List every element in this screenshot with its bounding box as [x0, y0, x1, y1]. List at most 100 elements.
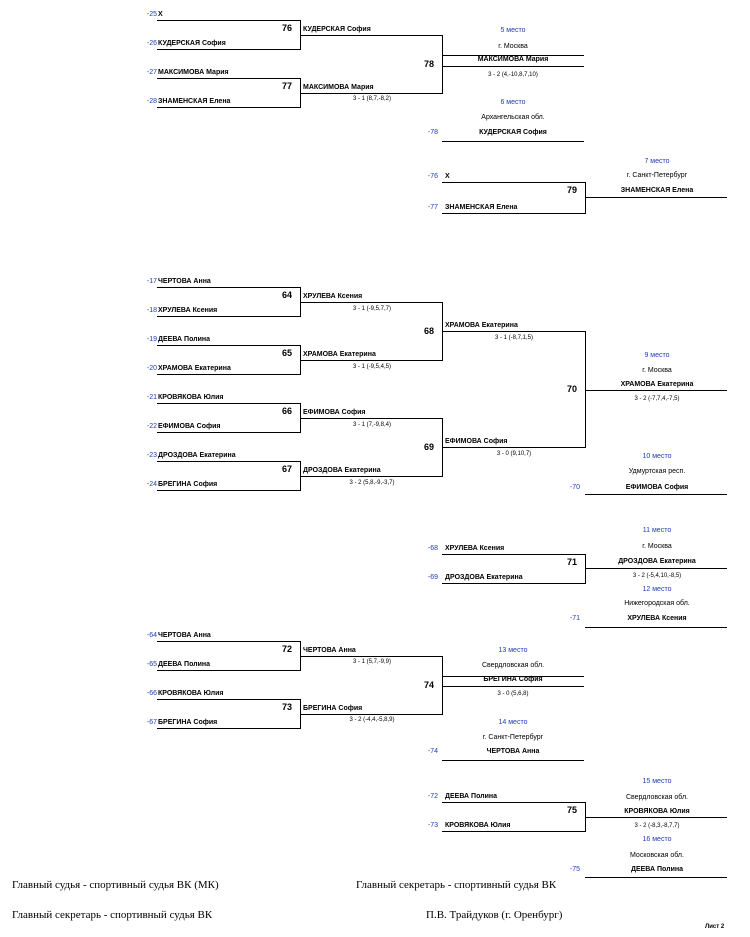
place-label: 15 место — [642, 778, 672, 785]
seed-number: -76 — [427, 173, 438, 180]
winner-line — [300, 656, 442, 657]
bracket-line — [585, 182, 586, 214]
winner-name: ЕФИМОВА София — [445, 438, 508, 445]
entry-line — [157, 432, 300, 433]
entry-line — [157, 316, 300, 317]
final-line — [442, 676, 584, 677]
winner-line — [300, 93, 442, 94]
place-name: БРЕГИНА София — [483, 676, 543, 683]
place-line — [442, 686, 584, 687]
entry-name: КРОВЯКОВА Юлия — [158, 690, 224, 697]
match-number: 78 — [424, 59, 435, 69]
seed-number: -28 — [146, 98, 157, 105]
entry-name: ДРОЗДОВА Екатерина — [158, 452, 236, 459]
entry-line — [157, 20, 300, 21]
match-score: 3 - 2 (5,8,-9,-3,7) — [349, 480, 395, 486]
place-name: ЗНАМЕНСКАЯ Елена — [620, 187, 694, 194]
entry-name: ХРАМОВА Екатерина — [158, 365, 231, 372]
winner-name: ХРАМОВА Екатерина — [303, 351, 376, 358]
entry-line — [157, 107, 300, 108]
entry-line — [442, 182, 585, 183]
match-number: 69 — [424, 442, 435, 452]
winner-name: ЧЕРТОВА Анна — [303, 647, 356, 654]
place-label: 7 место — [644, 158, 670, 165]
place-region: г. Москва — [642, 543, 672, 550]
place-label: 10 место — [642, 453, 672, 460]
match-score: 3 - 1 (7,-9,8,4) — [352, 422, 391, 428]
match-score: 3 - 1 (8,7,-8,2) — [352, 96, 391, 102]
place-label: 14 место — [498, 719, 528, 726]
seed-number: -69 — [427, 574, 438, 581]
place-name: ДРОЗДОВА Екатерина — [618, 558, 696, 565]
place-label: 13 место — [498, 647, 528, 654]
loser-ref: -71 — [569, 615, 580, 622]
entry-name: КРОВЯКОВА Юлия — [445, 822, 511, 829]
place-name: ЧЕРТОВА Анна — [486, 748, 540, 755]
place-line — [585, 877, 727, 878]
place-name: МАКСИМОВА Мария — [477, 56, 549, 63]
loser-ref: -78 — [427, 129, 438, 136]
match-number: 65 — [282, 348, 293, 358]
winner-name: ЕФИМОВА София — [303, 409, 366, 416]
sheet-number: Лист 2 — [705, 924, 725, 930]
place-score: 3 - 0 (5,6,8) — [497, 691, 529, 697]
place-label: 6 место — [500, 99, 526, 106]
entry-line — [442, 583, 585, 584]
winner-name: ХРУЛЕВА Ксения — [303, 293, 363, 300]
place-label: 9 место — [644, 352, 670, 359]
entry-line — [157, 374, 300, 375]
match-score: 3 - 2 (-4,4,-5,8,9) — [349, 717, 395, 723]
place-score: 3 - 2 (-7,7,4,-7,5) — [634, 396, 680, 402]
entry-name: КУДЕРСКАЯ София — [158, 40, 226, 47]
entry-line — [157, 345, 300, 346]
bracket-line — [585, 554, 586, 584]
winner-name: ХРАМОВА Екатерина — [445, 322, 518, 329]
entry-name: ЕФИМОВА София — [158, 423, 221, 430]
entry-line — [442, 802, 585, 803]
chief-judge-label: Главный судья - спортивный судья ВК (МК) — [12, 879, 219, 891]
seed-number: -27 — [146, 69, 157, 76]
entry-name: БРЕГИНА София — [158, 719, 218, 726]
entry-name: ЧЕРТОВА Анна — [158, 632, 211, 639]
place-line — [442, 760, 584, 761]
entry-name: МАКСИМОВА Мария — [158, 69, 229, 76]
match-score: 3 - 1 (-8,7,1,5) — [494, 335, 533, 341]
match-number: 79 — [567, 185, 578, 195]
entry-line — [442, 554, 585, 555]
place-line — [585, 817, 727, 818]
entry-line — [157, 670, 300, 671]
place-label: 5 место — [500, 27, 526, 34]
seed-number: -73 — [427, 822, 438, 829]
winner-line — [442, 331, 585, 332]
seed-number: -66 — [146, 690, 157, 697]
chief-secretary-label: Главный секретарь - спортивный судья ВК — [12, 909, 213, 921]
seed-number: -22 — [146, 423, 157, 430]
entry-name: ДЕЕВА Полина — [158, 336, 211, 343]
place-region: Свердловская обл. — [481, 662, 545, 669]
place-region: г. Санкт-Петербург — [482, 734, 544, 741]
seed-number: -72 — [427, 793, 438, 800]
secretary-label-right: Главный секретарь - спортивный судья ВК — [356, 879, 557, 891]
entry-name: ЗНАМЕНСКАЯ Елена — [158, 98, 231, 105]
place-label: 11 место — [642, 527, 672, 534]
entry-name: Х — [445, 173, 450, 180]
match-score: 3 - 1 (5,7,-9,9) — [352, 659, 391, 665]
seed-number: -21 — [146, 394, 157, 401]
seed-number: -68 — [427, 545, 438, 552]
place-region: г. Санкт-Петербург — [626, 172, 688, 179]
winner-line — [300, 35, 442, 36]
entry-line — [157, 461, 300, 462]
entry-name: ЧЕРТОВА Анна — [158, 278, 211, 285]
place-region: Свердловская обл. — [625, 794, 689, 801]
place-score: 3 - 2 (4,-10,8,7,10) — [488, 72, 538, 78]
place-line — [442, 66, 584, 67]
loser-ref: -70 — [569, 484, 580, 491]
match-number: 68 — [424, 326, 435, 336]
match-number: 75 — [567, 805, 578, 815]
entry-line — [157, 403, 300, 404]
winner-name: КУДЕРСКАЯ София — [303, 26, 371, 33]
place-line — [585, 494, 727, 495]
place-line — [585, 627, 727, 628]
place-region: г. Москва — [498, 43, 528, 50]
